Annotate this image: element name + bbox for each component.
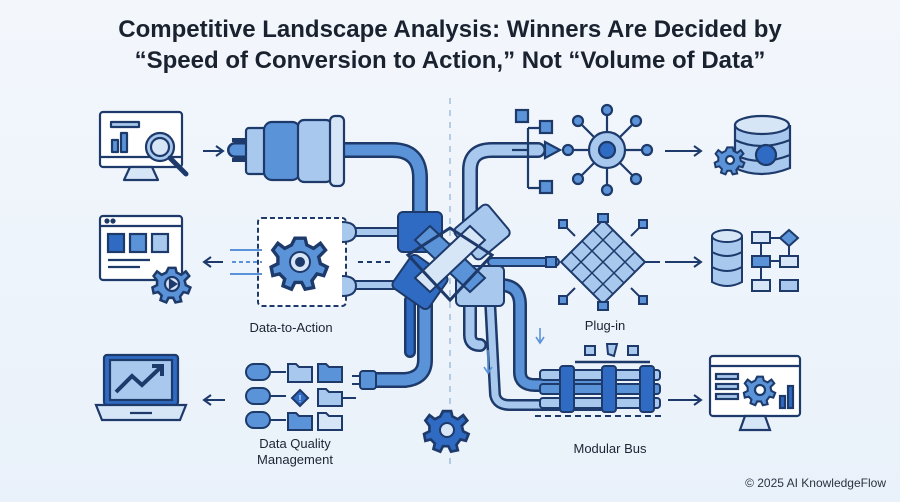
analytics-magnifier-icon: [98, 110, 189, 182]
modular-bus-pipes-icon: [535, 343, 665, 417]
monitor-gear-chart-icon: [708, 354, 802, 432]
copyright-notice: © 2025 AI KnowledgeFlow: [745, 476, 886, 490]
data-plug-icon: [232, 114, 346, 188]
label-plug-in: Plug-in: [584, 318, 626, 333]
label-data-to-action: Data-to-Action: [249, 320, 333, 335]
label-data-quality-management: Data Quality Management: [240, 436, 350, 468]
arrow-right-icon: [665, 256, 703, 268]
laptop-trend-chart-icon: [94, 353, 188, 422]
label-data-quality-line2: Management: [257, 452, 333, 467]
arrow-left-icon: [202, 256, 223, 268]
arrow-right-icon: [203, 145, 225, 157]
page-title: Competitive Landscape Analysis: Winners …: [0, 14, 900, 76]
database-flowchart-icon: [711, 228, 800, 292]
title-line-2: “Speed of Conversion to Action,” Not “Vo…: [134, 47, 766, 74]
title-line-1: Competitive Landscape Analysis: Winners …: [118, 16, 782, 43]
label-data-quality-line1: Data Quality: [259, 436, 331, 451]
arrow-right-icon: [665, 145, 703, 157]
gear-processor-icon: [230, 217, 392, 307]
small-plug-icon: [352, 370, 377, 390]
arrow-down-icon: [483, 328, 545, 375]
neural-grid-chip-icon: [545, 213, 660, 311]
label-modular-bus: Modular Bus: [573, 441, 647, 456]
network-hub-icon: [512, 103, 654, 197]
database-gear-icon: [713, 114, 792, 176]
database-folders-icon: !: [245, 363, 356, 431]
center-knot-connector-icon: [391, 203, 511, 311]
standalone-gear-icon: [422, 409, 470, 453]
svg-text:!: !: [299, 394, 302, 405]
dashboard-window-gear-icon: [98, 214, 192, 304]
arrow-left-icon: [202, 394, 225, 406]
arrow-right-icon: [668, 394, 703, 406]
pipe-network: [227, 142, 607, 411]
